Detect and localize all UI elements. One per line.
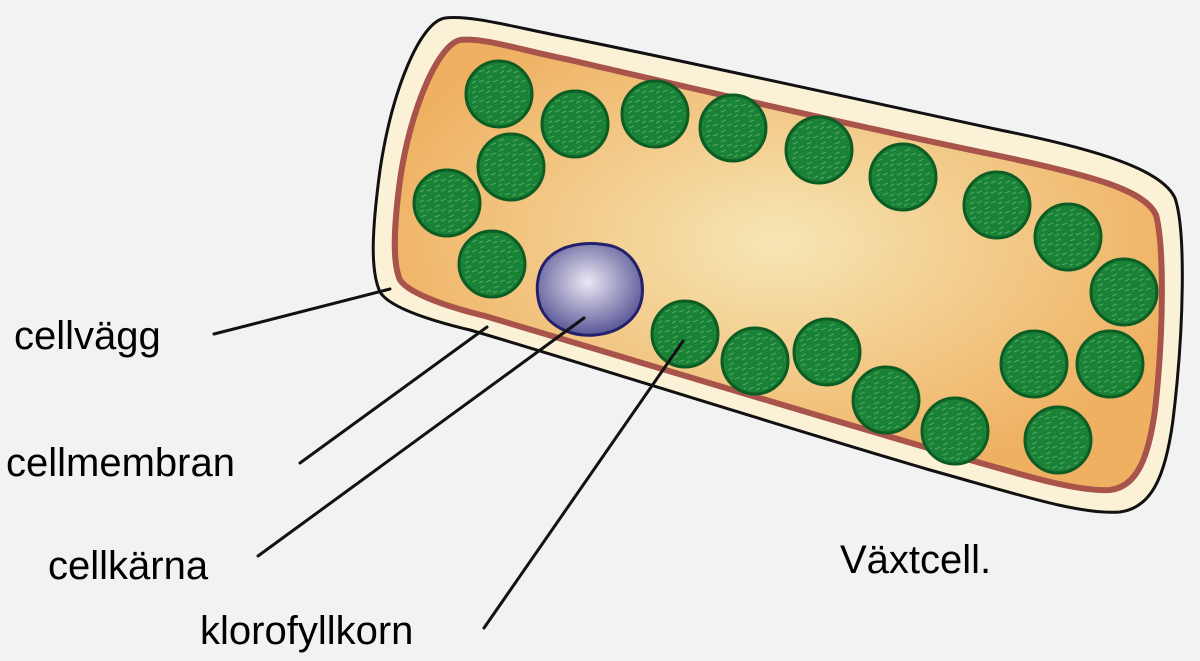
- chloroplast: [999, 329, 1069, 399]
- chloroplast: [851, 365, 921, 435]
- caption: Växtcell.: [840, 538, 991, 582]
- nucleus: [535, 242, 644, 337]
- label-cell-wall: cellvägg: [14, 314, 161, 358]
- chloroplast: [476, 132, 546, 202]
- chloroplast: [792, 317, 862, 387]
- label-cell-membrane: cellmembran: [6, 441, 235, 485]
- leader-line-nucleus: [256, 316, 586, 558]
- chloroplast: [650, 299, 720, 369]
- chloroplast: [920, 396, 990, 466]
- chloroplast: [1075, 329, 1145, 399]
- chloroplast: [620, 79, 690, 149]
- chloroplast: [962, 170, 1032, 240]
- chloroplast: [457, 229, 527, 299]
- label-chloroplast: klorofyllkorn: [200, 609, 413, 653]
- chloroplast: [784, 115, 854, 185]
- chloroplast: [464, 59, 534, 129]
- chloroplast: [1023, 405, 1093, 475]
- chloroplast: [1033, 202, 1103, 272]
- label-nucleus: cellkärna: [48, 544, 209, 588]
- leader-line-chloroplast: [482, 339, 685, 630]
- chloroplast: [720, 326, 790, 396]
- chloroplast: [868, 142, 938, 212]
- chloroplast: [540, 89, 610, 159]
- leader-line-cell-membrane: [298, 325, 489, 465]
- chloroplast: [1089, 257, 1159, 327]
- leader-line-cell-wall: [212, 287, 392, 336]
- leader-lines: [212, 287, 685, 630]
- chloroplast: [698, 93, 768, 163]
- chloroplast: [412, 168, 482, 238]
